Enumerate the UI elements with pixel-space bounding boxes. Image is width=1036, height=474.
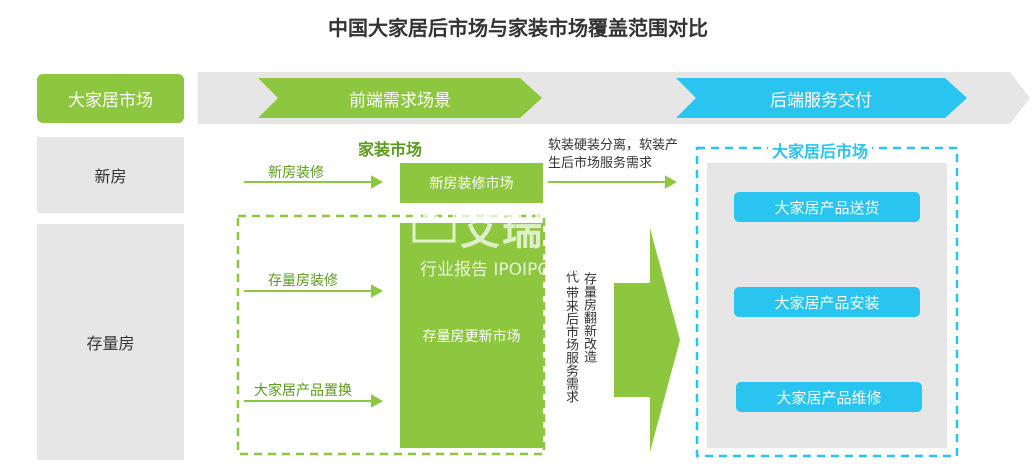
aftermarket-heading: 大家居后市场 [768, 138, 873, 162]
stock-dashed-box [236, 214, 546, 456]
label-new-renovation: 新房装修 [268, 165, 324, 181]
stock-box-bg [400, 223, 543, 448]
watermark-main: 艾瑞咨询 [460, 208, 628, 254]
watermark-sub: 行业报告 IPOIPO.CN [420, 260, 580, 280]
aftermarket-item-installation: 大家居产品安装 [734, 287, 920, 317]
new-renovation-market: 新房装修市场 [400, 163, 543, 203]
transfer-arrow [614, 228, 680, 452]
vertical-text-col2: 带来后市场服务需求 [563, 286, 578, 403]
label-stock-renovation: 存量房装修 [268, 273, 338, 289]
soft-hard-note: 软装硬装分离，软装产生后市场服务需求 [548, 138, 679, 171]
stock-update-market: 存量房更新市场 [422, 329, 521, 345]
row-label-stock: 存量房 [37, 224, 184, 460]
market-tag: 大家居市场 [37, 74, 184, 123]
vertical-text-col3: 代 [563, 270, 578, 283]
vertical-text-col1: 存量房翻新改造 [581, 272, 596, 363]
aftermarket-item-delivery: 大家居产品送货 [734, 192, 920, 222]
front-arrow-label: 前端需求场景 [349, 90, 451, 111]
front-arrow [258, 78, 542, 118]
page-title: 中国大家居后市场与家装市场覆盖范围对比 [328, 16, 708, 40]
watermark-logo-text: IPO [418, 213, 440, 226]
row-label-new: 新房 [37, 137, 184, 213]
back-arrow-label: 后端服务交付 [770, 90, 872, 111]
home-decor-heading: 家装市场 [358, 140, 423, 159]
label-product-replacement: 大家居产品置换 [254, 383, 352, 399]
back-arrow [676, 78, 967, 118]
aftermarket-item-repair: 大家居产品维修 [736, 382, 922, 412]
watermark-logo [412, 205, 456, 243]
